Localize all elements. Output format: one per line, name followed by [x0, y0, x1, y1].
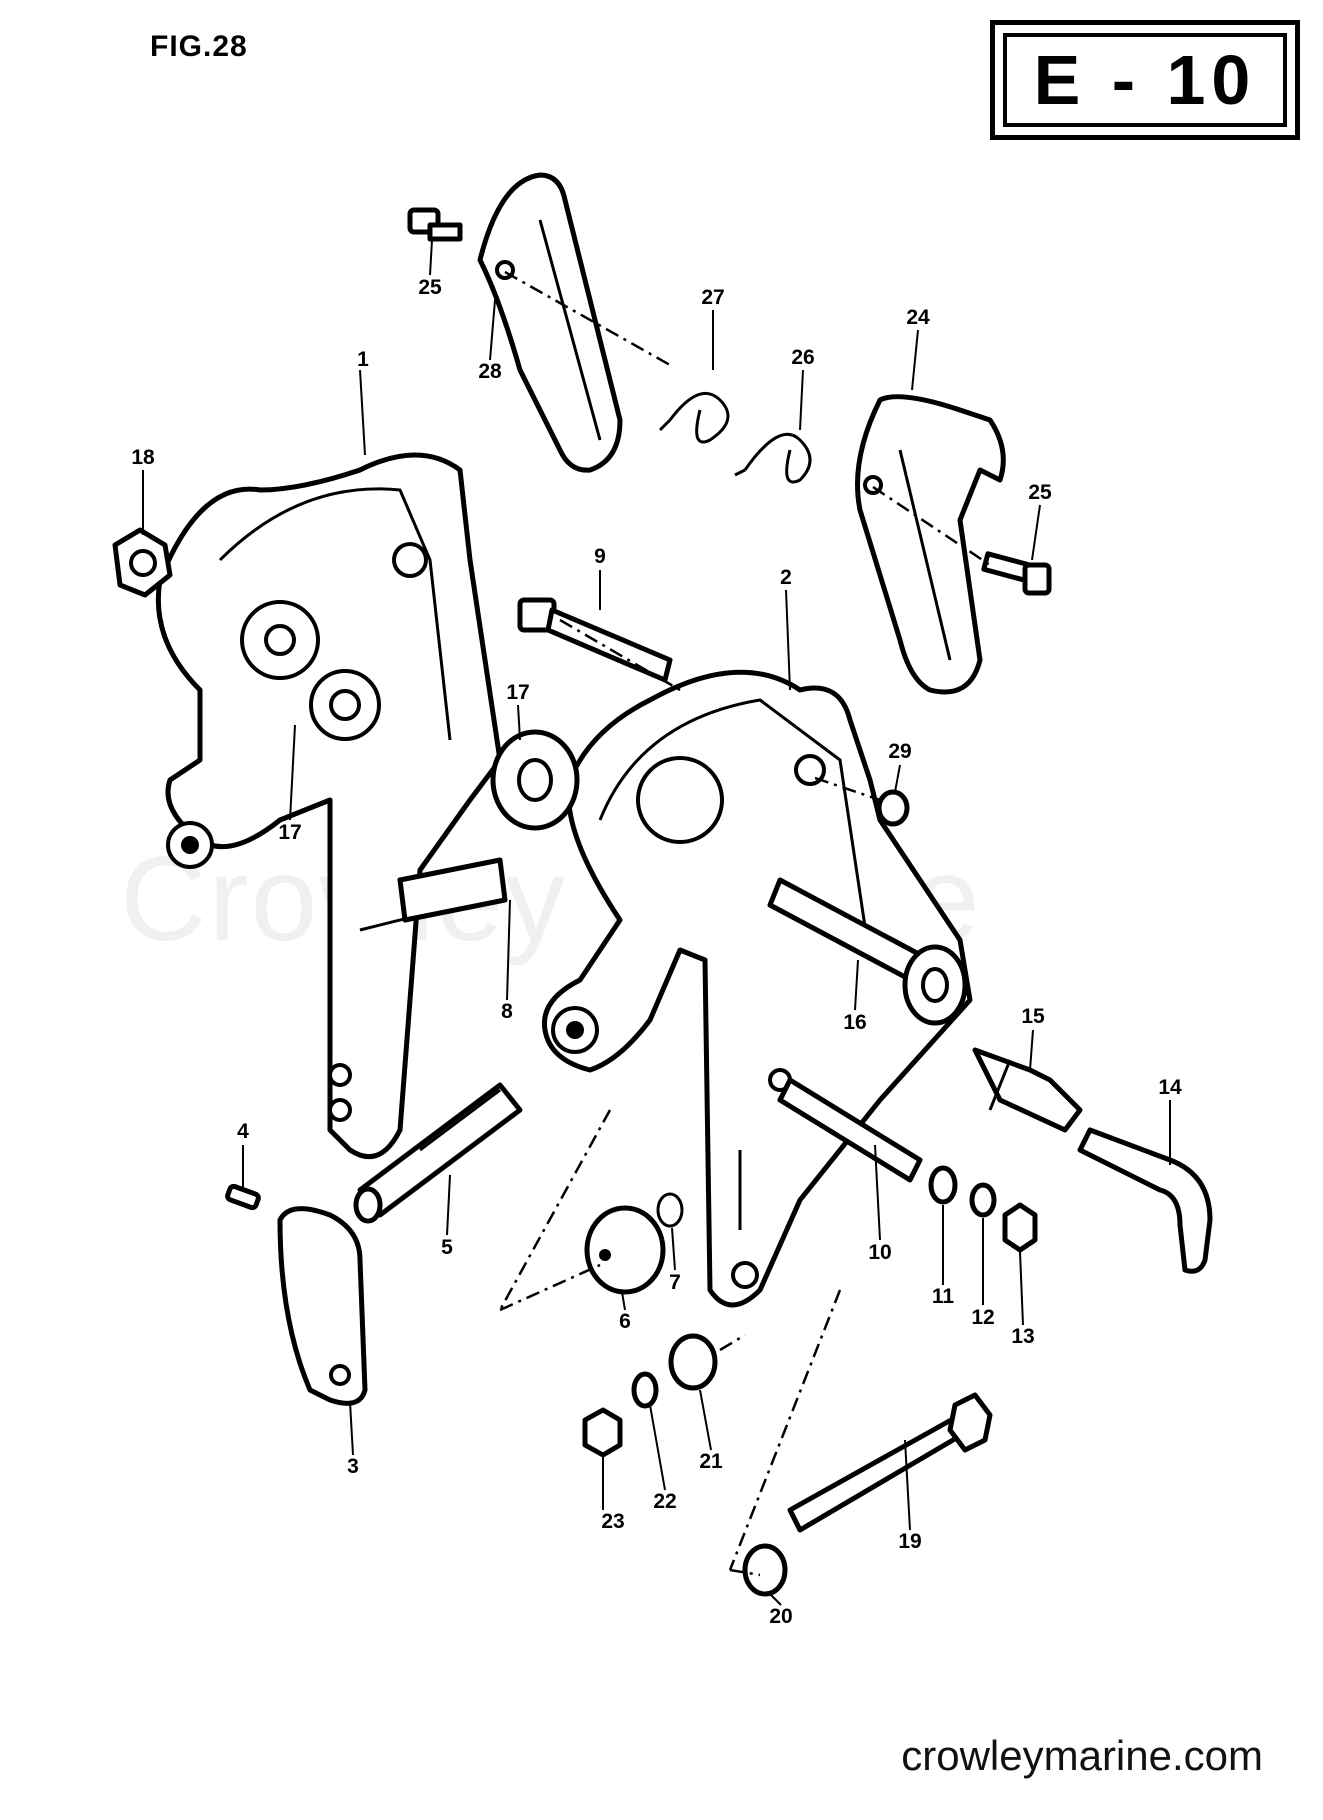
- callout-23: 23: [601, 1510, 625, 1533]
- callout-26: 26: [791, 346, 815, 369]
- site-url: crowleymarine.com: [901, 1732, 1263, 1779]
- plate-28: [477, 172, 623, 473]
- plate-24: [855, 394, 1006, 695]
- nut-18: [112, 527, 173, 598]
- bolt-25-upper: [407, 207, 463, 242]
- bolt-19: [787, 1392, 993, 1533]
- callout-17-upper: 17: [506, 681, 530, 704]
- callout-22: 22: [653, 1490, 677, 1513]
- bolt-10: [777, 1077, 923, 1183]
- callout-27: 27: [701, 286, 725, 309]
- washer-21: [668, 1333, 718, 1391]
- callout-12: 12: [971, 1306, 995, 1329]
- clamp-bracket-right: [541, 669, 973, 1308]
- callout-16: 16: [843, 1011, 867, 1034]
- fitting-15: [972, 1047, 1083, 1133]
- bolt-9: [517, 597, 673, 683]
- figure-label: FIG.28: [150, 30, 248, 63]
- nut-29: [876, 789, 910, 827]
- callout-21: 21: [699, 1450, 723, 1473]
- callout-25-upper: 25: [418, 276, 442, 299]
- sheet-id: E - 10: [1003, 33, 1287, 127]
- shaft-8: [397, 857, 508, 923]
- callout-29: 29: [888, 740, 912, 763]
- callout-15: 15: [1021, 1005, 1045, 1028]
- callout-24: 24: [906, 306, 930, 329]
- callout-9: 9: [594, 545, 606, 568]
- callout-5: 5: [441, 1236, 453, 1259]
- callout-19: 19: [898, 1530, 922, 1553]
- washer-11: [928, 1165, 958, 1205]
- pin-4: [225, 1183, 261, 1211]
- callout-25-lower: 25: [1028, 481, 1052, 504]
- spring-27: [658, 391, 730, 444]
- leader-lines: [142, 239, 1171, 1606]
- callout-17-lower: 17: [278, 821, 302, 844]
- callout-10: 10: [868, 1241, 892, 1264]
- spring-26: [734, 432, 812, 484]
- callout-3: 3: [347, 1455, 359, 1478]
- callout-8: 8: [501, 1000, 513, 1023]
- callout-2: 2: [780, 566, 792, 589]
- callout-11: 11: [931, 1285, 955, 1308]
- nut-23: [582, 1407, 623, 1458]
- callout-14: 14: [1158, 1076, 1182, 1099]
- nut-13: [1002, 1202, 1038, 1253]
- callout-4: 4: [237, 1120, 249, 1143]
- callout-13: 13: [1011, 1325, 1035, 1348]
- knob-6: [584, 1205, 666, 1295]
- callout-7: 7: [669, 1271, 681, 1294]
- lock-washer-22: [631, 1371, 659, 1409]
- clip-7: [656, 1192, 684, 1228]
- callout-18: 18: [131, 446, 155, 469]
- washer-20: [742, 1543, 788, 1597]
- callout-20: 20: [769, 1605, 793, 1628]
- pad-3: [277, 1206, 368, 1406]
- tube-14: [1077, 1127, 1213, 1274]
- sheet-id-box: E - 10: [990, 20, 1300, 140]
- washer-12: [969, 1182, 997, 1218]
- callout-1: 1: [357, 348, 369, 371]
- callout-6: 6: [619, 1310, 631, 1333]
- washer-17: [490, 729, 580, 831]
- screw-5: [353, 1082, 523, 1224]
- shaft-16: [767, 877, 968, 1026]
- assembly-lines: [498, 270, 991, 1577]
- bolt-25-lower: [981, 551, 1052, 596]
- callout-28: 28: [478, 360, 502, 383]
- clamp-bracket-left: [155, 452, 503, 1160]
